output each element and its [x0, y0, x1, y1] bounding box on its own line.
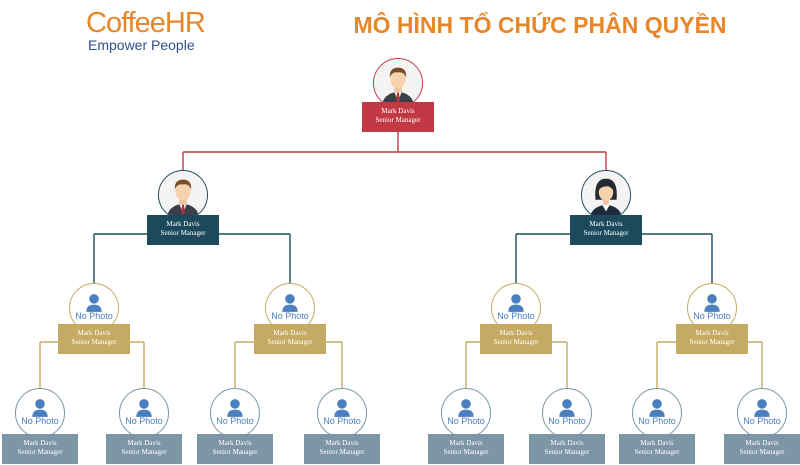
node-avatar [158, 170, 208, 220]
no-photo-label: No Photo [216, 416, 254, 426]
node-role: Senior Manager [739, 448, 785, 456]
node-avatar [581, 170, 631, 220]
node-role: Senior Manager [583, 229, 629, 237]
node-avatar: No Photo [441, 388, 491, 438]
no-photo-label: No Photo [271, 311, 309, 321]
node-avatar: No Photo [317, 388, 367, 438]
node-avatar: No Photo [632, 388, 682, 438]
node-role: Senior Manager [17, 448, 63, 456]
node-name: Mark Davis [273, 329, 307, 337]
no-photo-label: No Photo [75, 311, 113, 321]
node-role: Senior Manager [160, 229, 206, 237]
node-name: Mark Davis [745, 439, 779, 447]
node-name: Mark Davis [127, 439, 161, 447]
node-name: Mark Davis [166, 220, 200, 228]
logo-brand: CoffeeHR [86, 7, 206, 39]
node-name: Mark Davis [23, 439, 57, 447]
node-role: Senior Manager [443, 448, 489, 456]
node-role: Senior Manager [544, 448, 590, 456]
node-name: Mark Davis [499, 329, 533, 337]
node-name: Mark Davis [695, 329, 729, 337]
node-avatar: No Photo [737, 388, 787, 438]
page-title: MÔ HÌNH TỔ CHỨC PHÂN QUYỀN [353, 12, 727, 38]
node-role: Senior Manager [689, 338, 735, 346]
no-photo-label: No Photo [497, 311, 535, 321]
node-role: Senior Manager [267, 338, 313, 346]
node-role: Senior Manager [212, 448, 258, 456]
no-photo-label: No Photo [21, 416, 59, 426]
node-avatar [373, 58, 423, 108]
no-photo-label: No Photo [743, 416, 781, 426]
node-role: Senior Manager [121, 448, 167, 456]
logo-tagline: Empower People [88, 37, 195, 53]
node-avatar: No Photo [15, 388, 65, 438]
node-name: Mark Davis [589, 220, 623, 228]
node-name: Mark Davis [218, 439, 252, 447]
no-photo-label: No Photo [125, 416, 163, 426]
node-role: Senior Manager [493, 338, 539, 346]
node-name: Mark Davis [640, 439, 674, 447]
no-photo-label: No Photo [693, 311, 731, 321]
coffeehr-logo: CoffeeHR Empower People [86, 6, 246, 53]
node-avatar: No Photo [210, 388, 260, 438]
node-role: Senior Manager [319, 448, 365, 456]
node-avatar: No Photo [542, 388, 592, 438]
no-photo-label: No Photo [638, 416, 676, 426]
node-name: Mark Davis [325, 439, 359, 447]
node-name: Mark Davis [381, 107, 415, 115]
node-role: Senior Manager [375, 116, 421, 124]
node-name: Mark Davis [449, 439, 483, 447]
no-photo-label: No Photo [447, 416, 485, 426]
node-avatar: No Photo [119, 388, 169, 438]
node-role: Senior Manager [634, 448, 680, 456]
node-role: Senior Manager [71, 338, 117, 346]
no-photo-label: No Photo [323, 416, 361, 426]
no-photo-label: No Photo [548, 416, 586, 426]
node-name: Mark Davis [550, 439, 584, 447]
node-name: Mark Davis [77, 329, 111, 337]
